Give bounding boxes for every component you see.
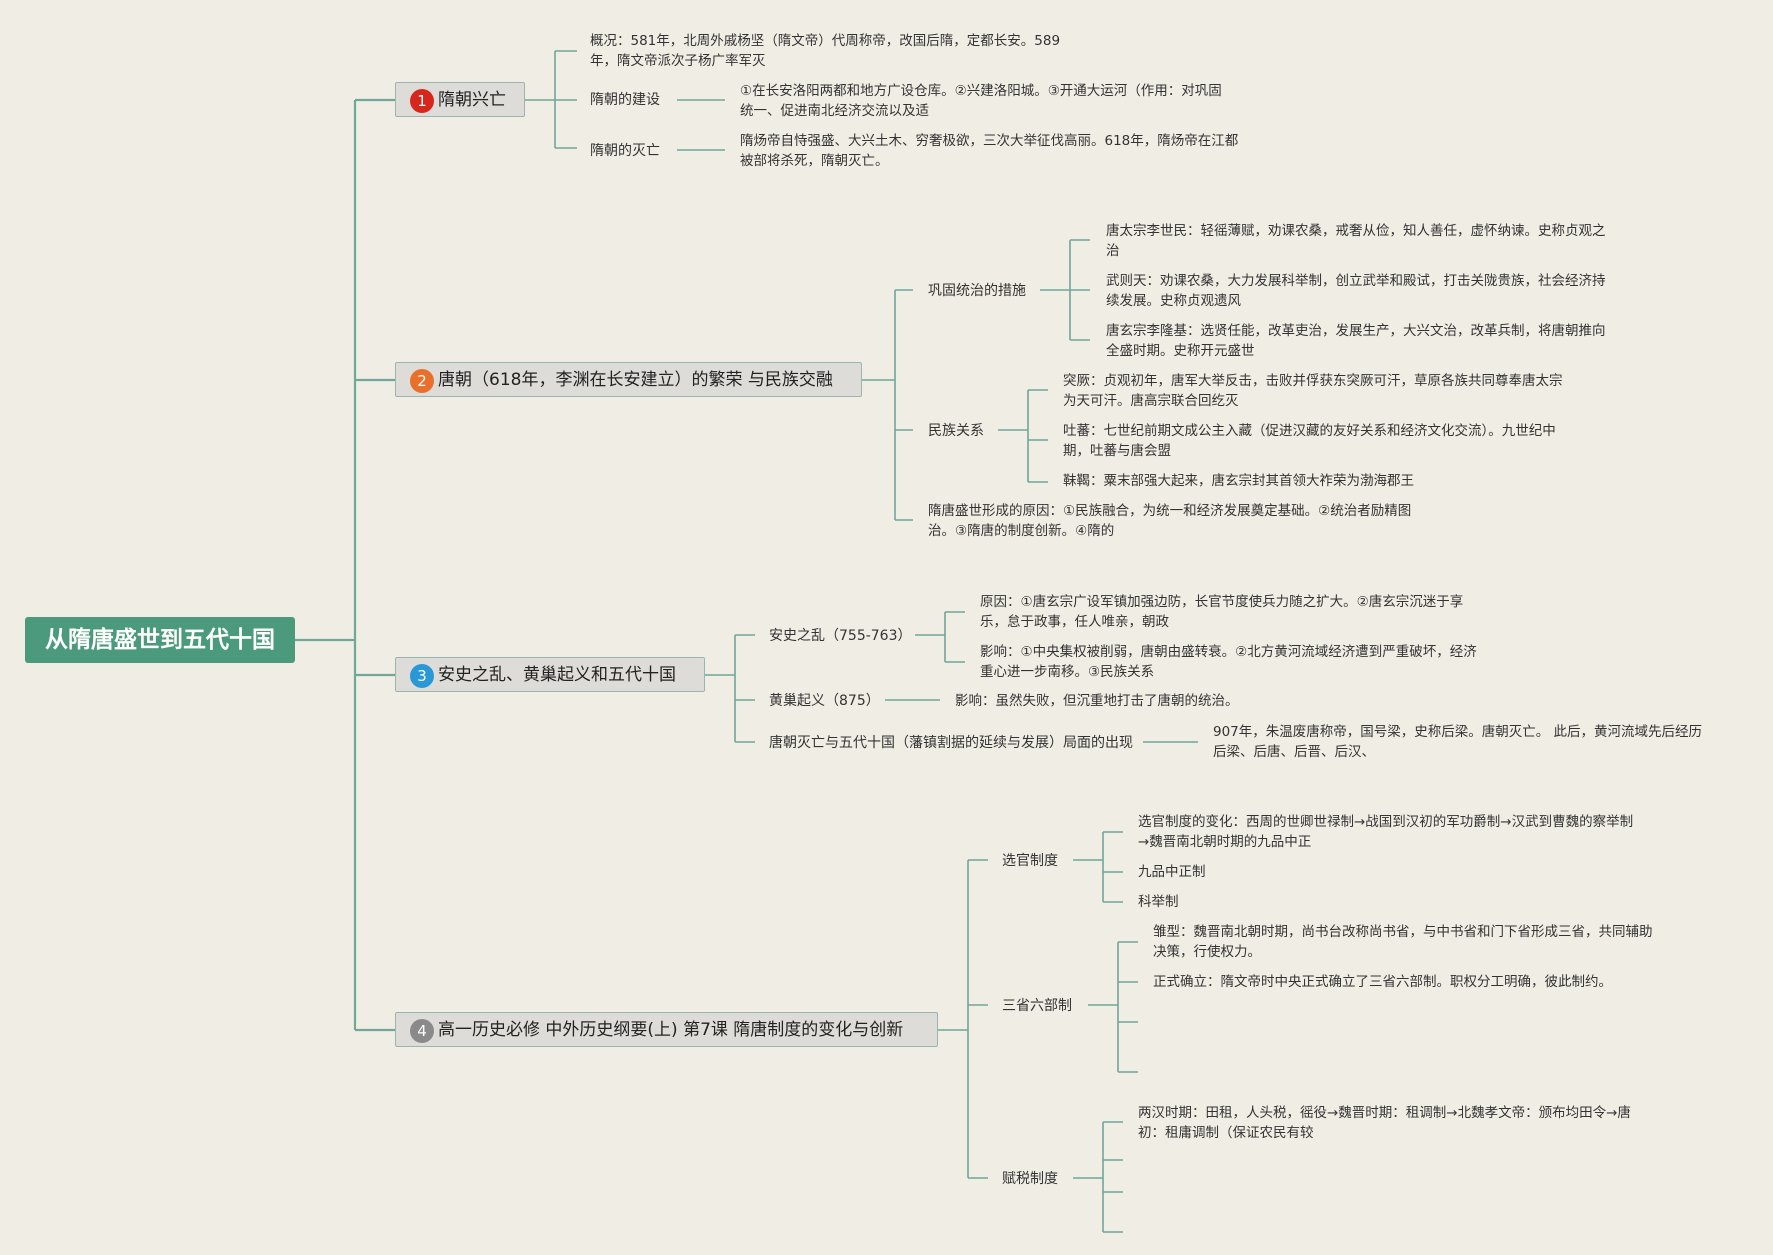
topic-1-title: 隋朝兴亡 [438,90,506,110]
topic-2-measure-1[interactable]: 唐太宗李世民：轻徭薄赋，劝课农桑，戒奢从俭，知人善任，虚怀纳谏。史称贞观之治 [1106,223,1606,259]
topic-4-sub-departments[interactable]: 三省六部制 [1002,998,1072,1014]
topic-2-measure-3[interactable]: 唐玄宗李隆基：选贤任能，改革吏治，发展生产，大兴文治，改革兵制，将唐朝推向全盛时… [1106,323,1606,359]
topic-4-officials-3[interactable]: 科举制 [1138,894,1179,910]
badge-1-icon: 1 [410,89,434,113]
topic-1-sub-1-text[interactable]: ①在长安洛阳两都和地方广设仓库。②兴建洛阳城。③开通大运河（作用：对巩固统一、促… [740,83,1222,119]
topic-2-ethnic-1[interactable]: 突厥：贞观初年，唐军大举反击，击败并俘获东突厥可汗，草原各族共同尊奉唐太宗为天可… [1063,373,1563,409]
topic-3-fall-text[interactable]: 907年，朱温废唐称帝，国号梁，史称后梁。唐朝灭亡。 此后，黄河流域先后经历后梁… [1213,724,1703,760]
topic-4-officials-1[interactable]: 选官制度的变化：西周的世卿世禄制→战国到汉初的军功爵制→汉武到曹魏的察举制→魏晋… [1138,814,1634,850]
topic-3-sub-anshi[interactable]: 安史之乱（755-763） [769,628,912,644]
badge-2-icon: 2 [410,369,434,393]
topic-4-title: 高一历史必修 中外历史纲要(上) 第7课 隋唐制度的变化与创新 [438,1020,904,1040]
topic-4-sub-tax[interactable]: 赋税制度 [1002,1171,1058,1187]
topic-1-node[interactable]: 1 隋朝兴亡 [395,82,525,117]
topic-3-huangchao-effect[interactable]: 影响：虽然失败，但沉重地打击了唐朝的统治。 [955,693,1239,709]
topic-3-sub-huangchao[interactable]: 黄巢起义（875） [769,693,880,709]
topic-2-reasons[interactable]: 隋唐盛世形成的原因：①民族融合，为统一和经济发展奠定基础。②统治者励精图治。③隋… [928,503,1412,539]
topic-4-officials-2[interactable]: 九品中正制 [1138,864,1206,880]
topic-4-node[interactable]: 4 高一历史必修 中外历史纲要(上) 第7课 隋唐制度的变化与创新 [395,1012,938,1047]
topic-2-sub-measures[interactable]: 巩固统治的措施 [928,283,1026,299]
topic-4-tax-1[interactable]: 两汉时期：田租，人头税，徭役→魏晋时期：租调制→北魏孝文帝：颁布均田令→唐初：租… [1138,1105,1631,1141]
badge-3-icon: 3 [410,664,434,688]
topic-1-sub-2-text[interactable]: 隋炀帝自恃强盛、大兴土木、穷奢极欲，三次大举征伐高丽。618年，隋炀帝在江都被部… [740,133,1239,169]
topic-2-ethnic-2[interactable]: 吐蕃：七世纪前期文成公主入藏（促进汉藏的友好关系和经济文化交流）。九世纪中期，吐… [1063,423,1556,459]
topic-2-ethnic-3[interactable]: 靺鞨：粟末部强大起来，唐玄宗封其首领大祚荣为渤海郡王 [1063,473,1414,489]
topic-3-anshi-cause[interactable]: 原因：①唐玄宗广设军镇加强边防，长官节度使兵力随之扩大。②唐玄宗沉迷于享乐，怠于… [980,594,1464,630]
topic-1-sub-2[interactable]: 隋朝的灭亡 [590,143,660,159]
topic-2-node[interactable]: 2 唐朝（618年，李渊在长安建立）的繁荣 与民族交融 [395,362,862,397]
topic-3-sub-fall[interactable]: 唐朝灭亡与五代十国（藩镇割据的延续与发展）局面的出现 [769,735,1133,751]
topic-2-sub-ethnic[interactable]: 民族关系 [928,423,984,439]
topic-1-overview[interactable]: 概况：581年，北周外戚杨坚（隋文帝）代周称帝，改国后隋，定都长安。589年，隋… [590,33,1061,69]
topic-3-title: 安史之乱、黄巢起义和五代十国 [438,665,676,685]
topic-2-title: 唐朝（618年，李渊在长安建立）的繁荣 与民族交融 [438,370,833,390]
topic-3-node[interactable]: 3 安史之乱、黄巢起义和五代十国 [395,657,705,692]
topic-3-anshi-effect[interactable]: 影响：①中央集权被削弱，唐朝由盛转衰。②北方黄河流域经济遭到严重破坏，经济重心进… [980,644,1477,680]
badge-4-icon: 4 [410,1019,434,1043]
topic-4-sub-officials[interactable]: 选官制度 [1002,853,1058,869]
topic-4-departments-1[interactable]: 雏型：魏晋南北朝时期，尚书台改称尚书省，与中书省和门下省形成三省，共同辅助决策，… [1153,924,1653,960]
topic-2-measure-2[interactable]: 武则天：劝课农桑，大力发展科举制，创立武举和殿试，打击关陇贵族，社会经济持续发展… [1106,273,1606,309]
topic-4-departments-2[interactable]: 正式确立：隋文帝时中央正式确立了三省六部制。职权分工明确，彼此制约。 [1153,974,1612,990]
root-topic[interactable]: 从隋唐盛世到五代十国 [25,617,295,663]
topic-1-sub-1[interactable]: 隋朝的建设 [590,92,660,108]
